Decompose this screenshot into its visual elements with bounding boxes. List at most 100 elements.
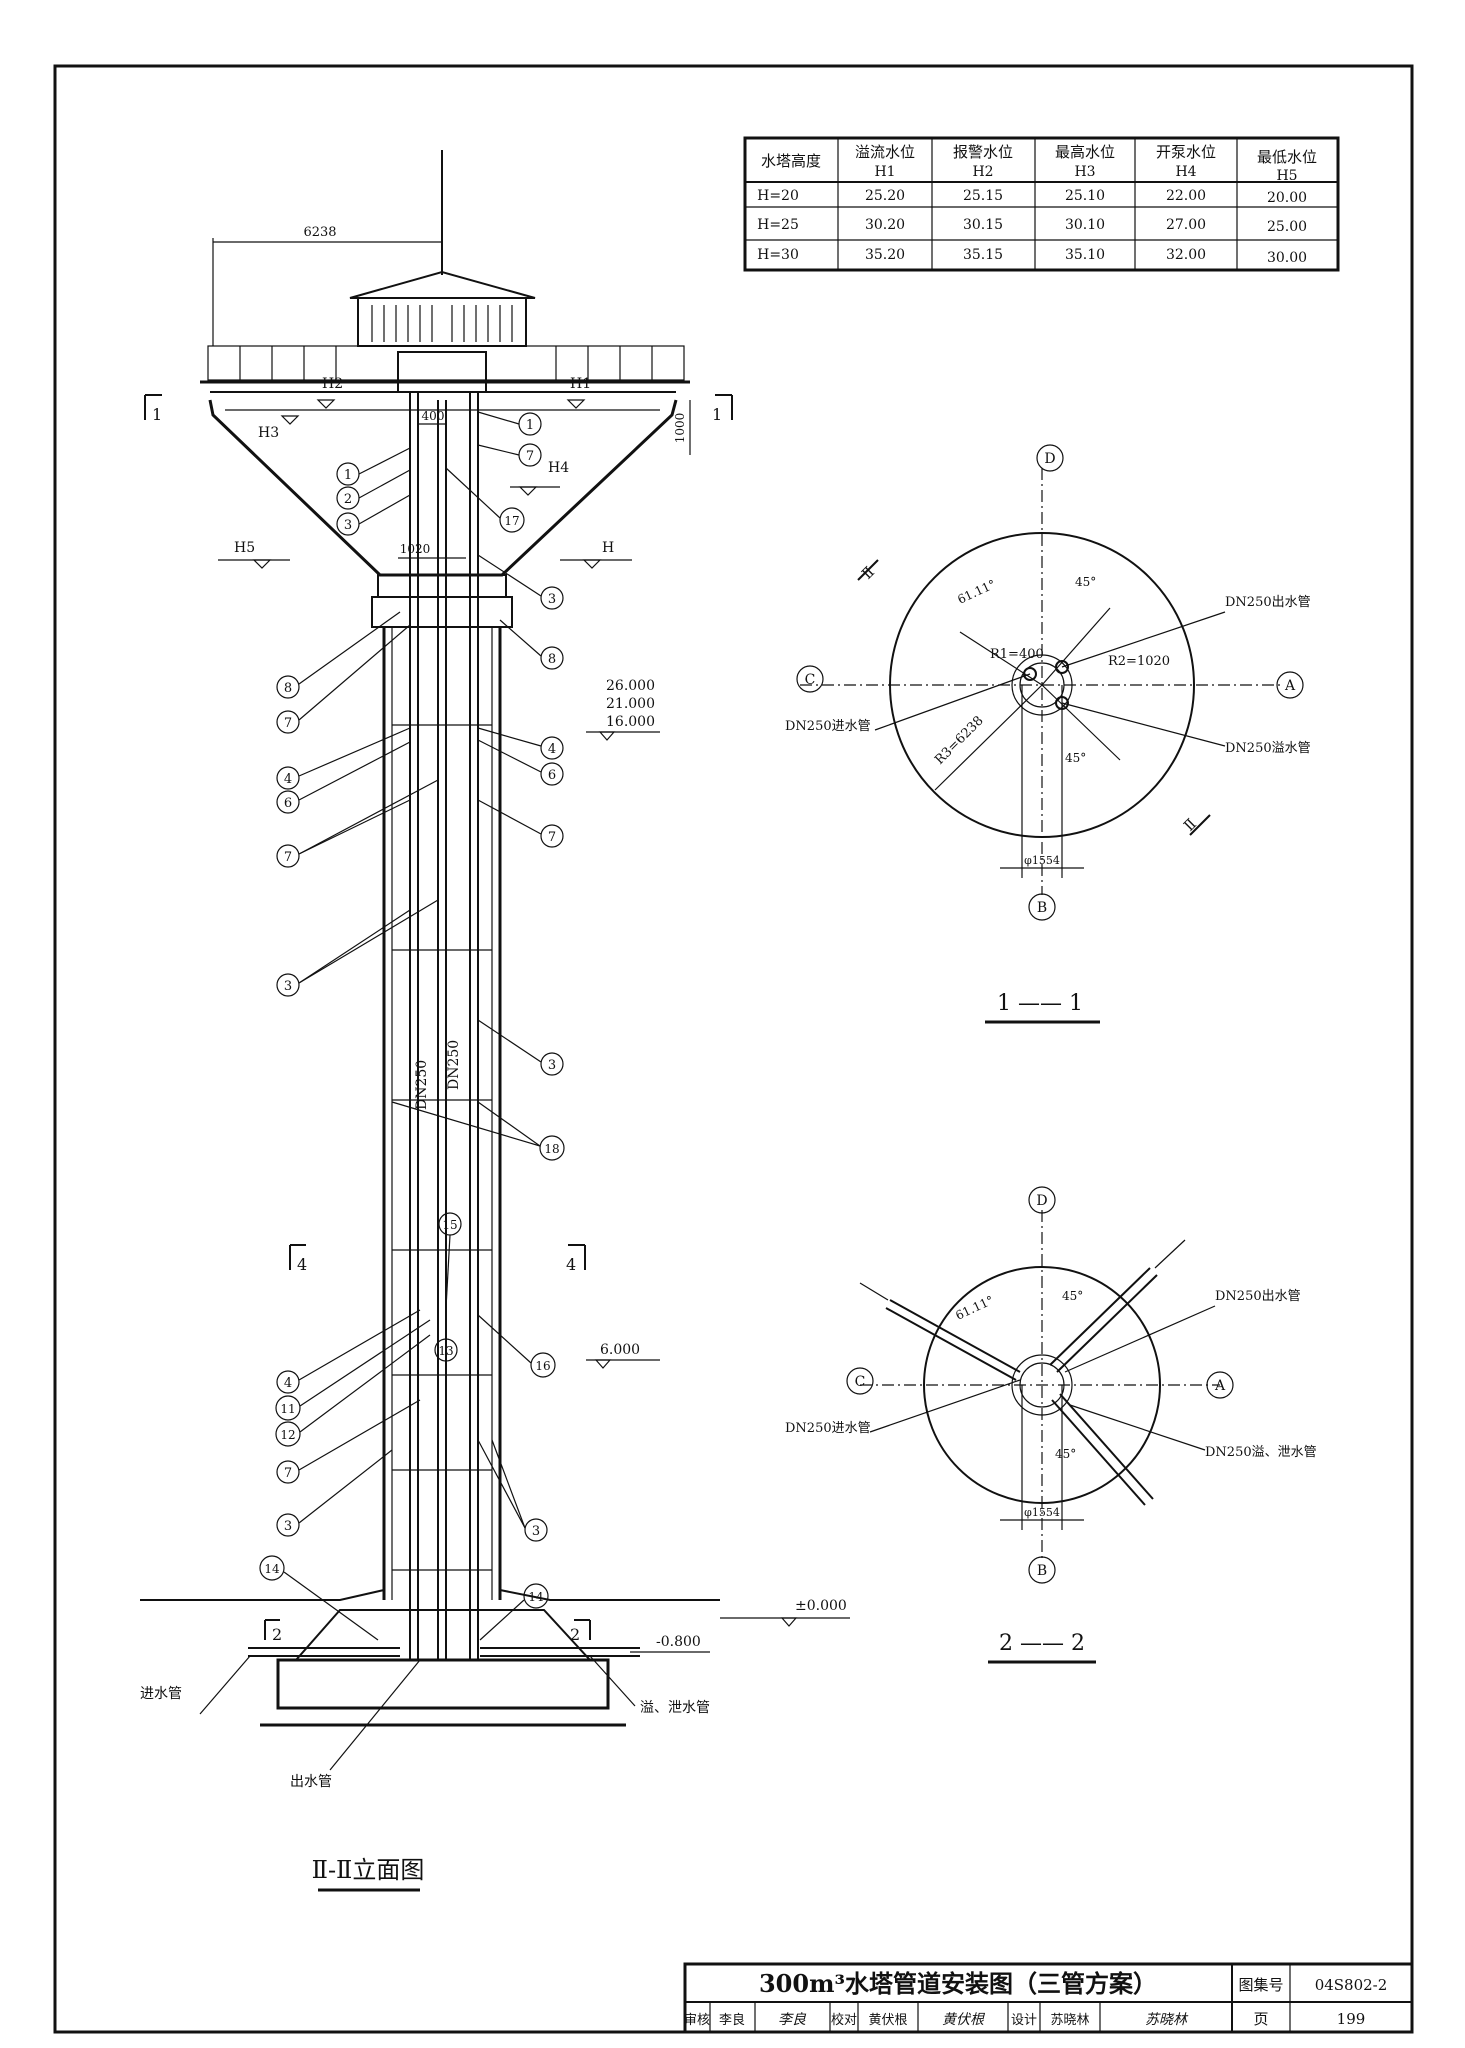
svg-text:1: 1 [344, 468, 352, 483]
plan2-overflow-pipe [1051, 1393, 1154, 1506]
level-h2: H2 [322, 376, 343, 392]
design-label: 设计 [1011, 2013, 1037, 2028]
plan2-axis-b: B [1028, 1556, 1056, 1584]
designer-name: 苏晓林 [1050, 2012, 1089, 2028]
plan2-outlet-pipe [1049, 1239, 1186, 1373]
svg-text:Ⅱ: Ⅱ [1180, 815, 1200, 835]
table-header-4-sym: H3 [1074, 164, 1095, 180]
plan-section-2-2: A B C D 61.11° 45° 45° φ1554 DN250出水管 DN… [785, 1186, 1317, 1664]
plan1-axis-d: D [1036, 444, 1064, 472]
plan1-overflow-label: DN250溢水管 [1225, 741, 1311, 756]
plan1-angle-45-bottom: 45° [1065, 751, 1086, 765]
callout-4-left: 4 [276, 727, 411, 790]
svg-text:3: 3 [284, 979, 292, 994]
svg-text:11: 11 [280, 1402, 295, 1416]
callout-8-left: 8 [276, 611, 401, 699]
shaft-outer-circle [923, 1266, 1161, 1504]
callout-3-left-lower: 3 [276, 1449, 393, 1537]
table-cell: 32.00 [1166, 247, 1206, 263]
svg-text:D: D [1036, 1193, 1047, 1209]
table-header-3: 报警水位 [953, 143, 1013, 161]
atlas-label: 图集号 [1238, 1976, 1283, 1994]
callout-7-right-middle: 7 [477, 799, 564, 848]
callout-7-top-right: 7 [477, 443, 542, 467]
plan-section-1-1: A B C D 61.11° 45° 45° R1=400 R2=1020 R3… [785, 444, 1311, 1024]
plan1-r3: R3=6238 [932, 713, 986, 767]
table-cell: 22.00 [1166, 188, 1206, 204]
svg-text:2: 2 [272, 1625, 282, 1644]
callout-14-left: 14 [259, 1555, 379, 1641]
pipe-label-dn250-a: DN250 [414, 1060, 430, 1110]
table-cell: 25.20 [865, 188, 905, 204]
callout-4-right: 4 [477, 727, 564, 760]
page-number: 199 [1337, 2010, 1366, 2028]
table-cell: 20.00 [1267, 190, 1307, 206]
callout-2-left: 2 [336, 469, 411, 510]
level-h5: H5 [234, 540, 255, 556]
svg-text:3: 3 [548, 1058, 556, 1073]
plan1-phi: φ1554 [1024, 854, 1060, 867]
table-header-6: 最低水位 [1257, 148, 1317, 166]
level-h3: H3 [258, 425, 279, 441]
table-cell: 25.00 [1267, 219, 1307, 235]
svg-text:7: 7 [284, 1466, 292, 1481]
svg-text:12: 12 [280, 1428, 295, 1442]
level-h: H [602, 540, 614, 556]
elevation-view: 6238 400 1020 1000 H2 H1 H3 H4 H5 H 26.0… [140, 150, 850, 1892]
table-header-5: 开泵水位 [1156, 143, 1216, 161]
svg-text:3: 3 [284, 1519, 292, 1534]
section-mark-2-left: 2 [264, 1619, 282, 1644]
svg-text:3: 3 [532, 1524, 540, 1539]
plan1-axis-a: A [1276, 671, 1304, 699]
svg-text:A: A [1284, 678, 1296, 694]
svg-text:7: 7 [548, 830, 556, 845]
page-label: 页 [1253, 2010, 1268, 2028]
foundation-pedestal [293, 1609, 593, 1661]
plan1-angle-45-top: 45° [1075, 575, 1096, 589]
svg-text:16: 16 [535, 1359, 550, 1373]
table-header-2-sym: H1 [874, 164, 895, 180]
drawing-title: 300m³水塔管道安装图（三管方案） [759, 1969, 1157, 1998]
callout-3-left-middle: 3 [276, 899, 439, 997]
shaft-head [397, 351, 487, 393]
elev-21: 21.000 [606, 696, 655, 712]
plan2-title: 2 —— 2 [999, 1631, 1085, 1656]
svg-text:7: 7 [284, 716, 292, 731]
svg-text:7: 7 [526, 449, 534, 464]
review-label: 审核 [684, 2013, 710, 2028]
table-header-2: 溢流水位 [855, 143, 915, 161]
plan1-angle-61: 61.11° [955, 577, 997, 607]
elevation-title: Ⅱ-Ⅱ立面图 [312, 1856, 425, 1884]
callout-18: 18 [391, 1101, 565, 1161]
callout-13: 13 [434, 1338, 458, 1362]
callout-1-left: 1 [336, 447, 411, 486]
plan1-axis-c: C [796, 665, 824, 693]
table-cell: H=20 [757, 188, 799, 204]
svg-text:C: C [855, 1374, 866, 1390]
plan2-angle-45-top: 45° [1062, 1289, 1083, 1303]
reviewer-name: 李良 [719, 2012, 745, 2028]
callout-8-right: 8 [499, 619, 564, 670]
checker-name: 黄伏根 [868, 2013, 907, 2028]
plan1-section-mark-lower: Ⅱ [1180, 814, 1211, 836]
plan1-inlet-label: DN250进水管 [785, 719, 871, 734]
callout-3-upper-right: 3 [477, 554, 564, 610]
table-cell: 27.00 [1166, 217, 1206, 233]
table-cell: 25.10 [1065, 188, 1105, 204]
reviewer-signature: 李良 [778, 2012, 807, 2028]
dim-1000: 1000 [673, 413, 687, 444]
table-cell: 35.10 [1065, 247, 1105, 263]
plan1-outlet-label: DN250出水管 [1225, 595, 1311, 610]
callout-6-left: 6 [276, 741, 411, 814]
svg-text:2: 2 [570, 1625, 580, 1644]
title-block: 300m³水塔管道安装图（三管方案） 图集号 04S802-2 页 199 审核… [683, 1962, 1414, 2034]
plan2-phi: φ1554 [1024, 1506, 1060, 1519]
table-header-6-sym: H5 [1276, 168, 1297, 184]
dim-400: 400 [422, 409, 445, 423]
callout-7-left-middle: 7 [276, 779, 439, 868]
ground-left [140, 1589, 385, 1601]
deck-railing [207, 345, 685, 381]
callout-12: 12 [275, 1334, 431, 1447]
section-mark-4-left: 4 [289, 1244, 307, 1274]
svg-text:15: 15 [442, 1218, 457, 1232]
